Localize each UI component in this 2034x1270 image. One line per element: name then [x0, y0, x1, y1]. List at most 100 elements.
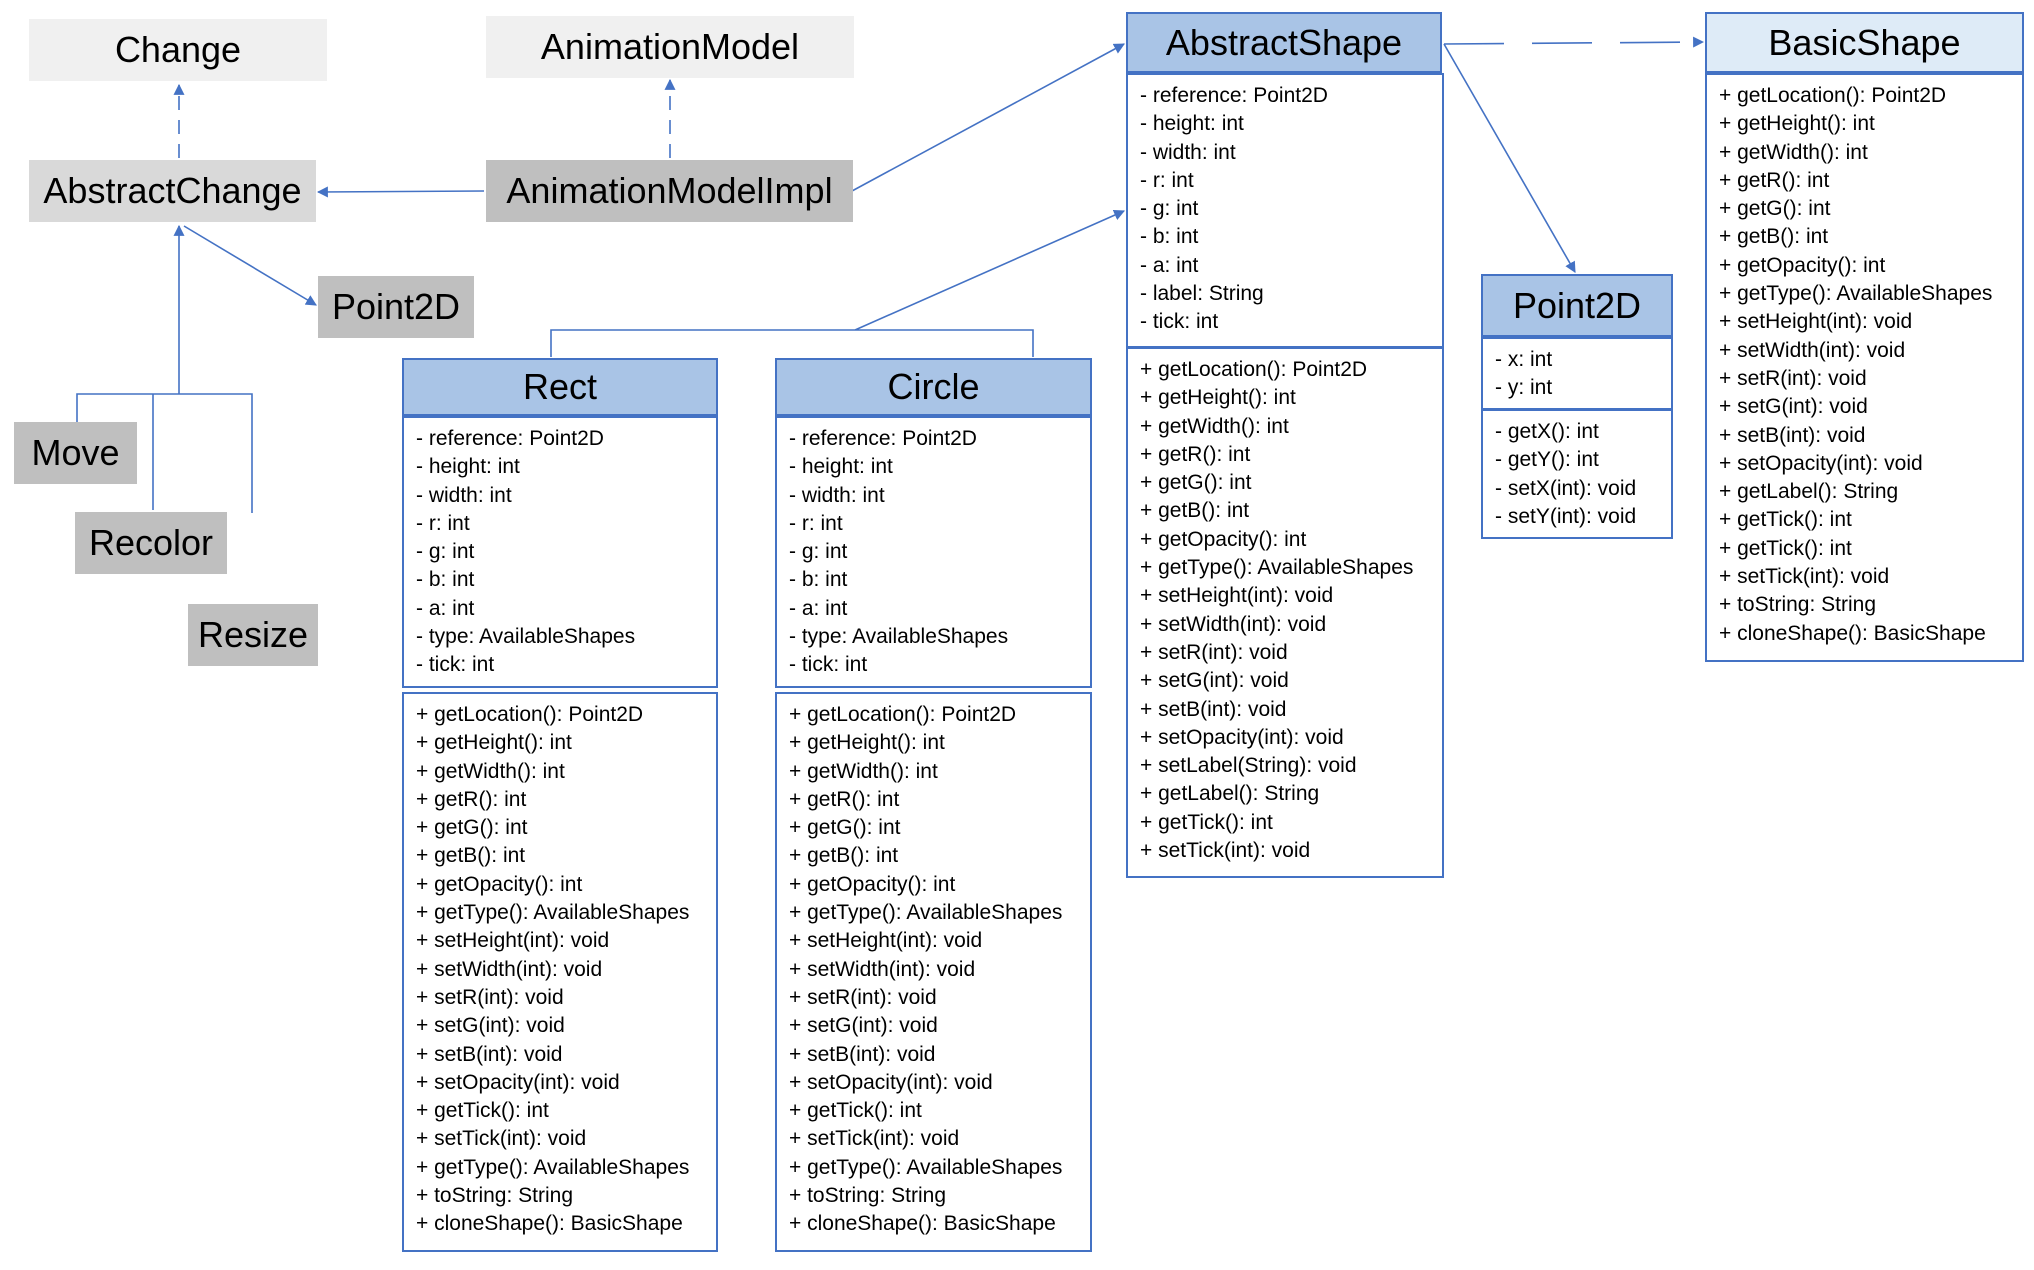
circle-method: + getOpacity(): int: [789, 872, 956, 896]
basic-shape-method: + getLocation(): Point2D: [1719, 84, 1947, 107]
class-circle-attributes: - reference: Point2D - height: int - width…: [775, 416, 1092, 688]
edge-animationmodelimpl-to-abstractchange: [316, 186, 485, 198]
class-recolor: Recolor: [75, 512, 227, 574]
basic-shape-method: + getHeight(): int: [1719, 112, 1875, 136]
abstract-shape-method: + getType(): AvailableShapes: [1140, 556, 1414, 580]
abstract-shape-method: + getLocation(): Point2D: [1140, 358, 1368, 381]
class-point2d-header: Point2D: [1481, 274, 1673, 337]
abstract-shape-method: + getR(): int: [1140, 442, 1251, 466]
class-resize-title: Resize: [197, 614, 309, 655]
rect-method: + toString: String: [416, 1184, 573, 1208]
circle-method: + getB(): int: [789, 844, 899, 868]
rect-attribute: - height: int: [416, 455, 520, 479]
edge-abstractshape-implements-basicshape: [1443, 36, 1705, 48]
basic-shape-method: + cloneShape(): BasicShape: [1719, 621, 1986, 645]
basic-shape-method: + setTick(int): void: [1719, 565, 1890, 589]
class-basic-shape-title: BasicShape: [1768, 21, 1961, 63]
abstract-shape-attribute: - b: int: [1140, 225, 1199, 249]
basic-shape-method: + setB(int): void: [1719, 423, 1866, 447]
abstract-shape-method: + getOpacity(): int: [1140, 527, 1307, 551]
point2d-attribute: - y: int: [1495, 376, 1553, 400]
circle-method: + getG(): int: [789, 816, 901, 840]
basic-shape-method: + getWidth(): int: [1719, 140, 1868, 164]
basic-shape-method: + getTick(): int: [1719, 508, 1852, 532]
rect-method: + setR(int): void: [416, 985, 564, 1009]
circle-method: + setG(int): void: [789, 1014, 938, 1038]
circle-method: + setWidth(int): void: [789, 957, 976, 981]
abstract-shape-method: + getB(): int: [1140, 499, 1250, 523]
abstract-shape-method: + setWidth(int): void: [1140, 612, 1327, 636]
rect-method: + setG(int): void: [416, 1014, 565, 1038]
rect-method: + setTick(int): void: [416, 1127, 587, 1151]
class-change: Change: [29, 19, 327, 81]
abstract-shape-attribute: - reference: Point2D: [1140, 84, 1328, 107]
circle-method: + setHeight(int): void: [789, 929, 983, 953]
rect-attribute: - b: int: [416, 568, 475, 592]
circle-method: + getWidth(): int: [789, 759, 938, 783]
rect-attribute: - type: AvailableShapes: [416, 625, 636, 649]
rect-method: + getB(): int: [416, 844, 526, 868]
abstract-shape-method: + getG(): int: [1140, 471, 1252, 495]
edge-abstractshape-to-point2d: [1443, 43, 1576, 273]
rect-method: + getTick(): int: [416, 1099, 549, 1123]
class-abstract-shape-attributes: - reference: Point2D- height: int- width…: [1126, 73, 1444, 348]
class-animation-model-impl-title: AnimationModelImpl: [506, 170, 833, 211]
abstract-shape-attribute: - g: int: [1140, 197, 1199, 221]
circle-attribute: - width: int: [789, 483, 885, 507]
circle-attribute: - reference: Point2D: [789, 427, 977, 450]
rect-method: + getR(): int: [416, 787, 527, 811]
abstract-shape-attribute: - a: int: [1140, 253, 1199, 277]
abstract-shape-method: + getHeight(): int: [1140, 386, 1296, 410]
rect-method: + getLocation(): Point2D: [416, 703, 644, 726]
rect-method: + getWidth(): int: [416, 759, 565, 783]
circle-method: + setB(int): void: [789, 1042, 936, 1066]
class-point2d-small-title: Point2D: [331, 286, 461, 327]
edge-subclasses-to-abstractchange: [76, 226, 253, 513]
rect-method: + setWidth(int): void: [416, 957, 603, 981]
circle-attribute: - height: int: [789, 455, 893, 479]
point2d-attribute: - x: int: [1495, 348, 1553, 371]
rect-method: + getG(): int: [416, 816, 528, 840]
circle-method: + setR(int): void: [789, 985, 937, 1009]
circle-method: + getR(): int: [789, 787, 900, 811]
class-point2d-methods: - getX(): int - getY(): int - setX(int): v…: [1481, 409, 1673, 539]
rect-attribute: - r: int: [416, 511, 470, 535]
abstract-shape-method: + setTick(int): void: [1140, 839, 1311, 863]
basic-shape-method: + getG(): int: [1719, 197, 1831, 221]
abstract-shape-method: + setG(int): void: [1140, 669, 1289, 693]
rect-attribute: - a: int: [416, 596, 475, 620]
edge-abstractchange-to-point2d: [183, 225, 317, 306]
abstract-shape-attribute: - label: String: [1140, 282, 1264, 306]
abstract-shape-method: + getWidth(): int: [1140, 414, 1289, 438]
point2d-method: - getX(): int: [1495, 420, 1599, 443]
point2d-method: - setY(int): void: [1495, 504, 1637, 528]
point2d-method: - setX(int): void: [1495, 476, 1637, 500]
point2d-method: - getY(): int: [1495, 448, 1599, 472]
abstract-shape-method: + getTick(): int: [1140, 810, 1273, 834]
basic-shape-method: + toString: String: [1719, 593, 1876, 617]
rect-method: + setOpacity(int): void: [416, 1070, 620, 1094]
class-abstract-shape-title: AbstractShape: [1165, 21, 1403, 63]
abstract-shape-method: + setR(int): void: [1140, 640, 1288, 664]
class-animation-model: AnimationModel: [486, 16, 854, 78]
abstract-shape-attribute: - r: int: [1140, 168, 1194, 192]
edge-animationmodelimpl-to-abstractshape: [851, 43, 1125, 192]
class-move: Move: [14, 422, 137, 484]
rect-attribute: - g: int: [416, 540, 475, 564]
class-resize: Resize: [188, 604, 318, 666]
circle-attribute: - type: AvailableShapes: [789, 625, 1009, 649]
basic-shape-method: + getType(): AvailableShapes: [1719, 282, 1993, 306]
basic-shape-method: + getTick(): int: [1719, 536, 1852, 560]
circle-method: + getLocation(): Point2D: [789, 703, 1017, 726]
circle-attribute: - r: int: [789, 511, 843, 535]
circle-method: + toString: String: [789, 1184, 946, 1208]
class-abstract-shape-header: AbstractShape: [1126, 12, 1442, 73]
class-basic-shape-methods: + getLocation(): Point2D + getHeight(): i…: [1705, 73, 2024, 662]
class-circle-title: Circle: [887, 366, 980, 407]
class-rect-title: Rect: [522, 366, 598, 407]
basic-shape-method: + setOpacity(int): void: [1719, 451, 1923, 475]
abstract-shape-method: + setHeight(int): void: [1140, 584, 1334, 608]
class-point2d-title: Point2D: [1512, 284, 1642, 326]
basic-shape-method: + getB(): int: [1719, 225, 1829, 249]
